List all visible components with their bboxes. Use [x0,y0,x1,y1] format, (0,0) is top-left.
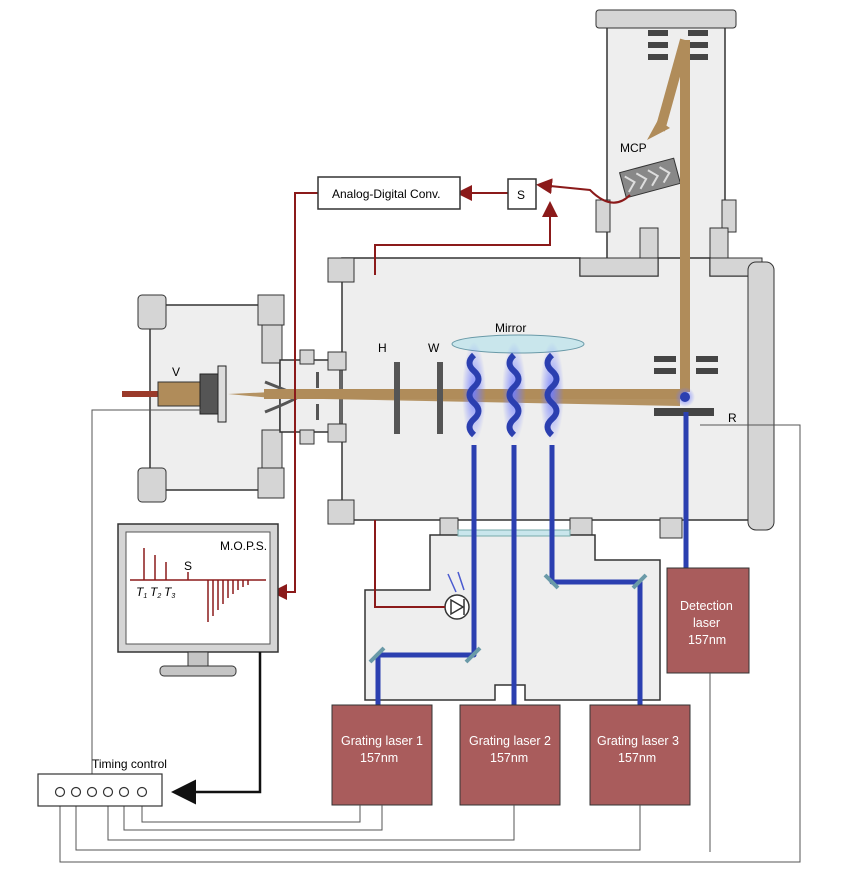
switch-label: S [517,188,525,202]
aperture-h-label: H [378,341,387,355]
mops-label: M.O.P.S. [220,539,267,553]
adc-box: Analog-Digital Conv. [317,176,461,210]
monitor-to-timing-wire [171,652,262,805]
grating-laser-2: Grating laser 2 157nm [459,704,561,806]
grating-laser-3-name: Grating laser 3 [597,734,679,748]
mcp-detector [618,157,682,199]
grating-beam-3 [540,342,564,442]
detection-laser: Detection laser 157nm [666,567,750,674]
grating-laser-2-name: Grating laser 2 [469,734,551,748]
grating-beam-1 [462,342,486,442]
laser-beam-paths [375,412,689,712]
repeller-label: R [728,411,737,425]
signal-wires [271,178,631,608]
grating-laser-3: Grating laser 3 157nm [589,704,691,806]
t1-label: T1 [136,585,147,600]
switch-box: S [507,178,537,210]
ion-optics-top [648,30,708,60]
mcp-label: MCP [620,141,647,155]
adc-label: Analog-Digital Conv. [332,187,441,201]
grating-laser-1: Grating laser 1 157nm [331,704,433,806]
t2-label: T2 [150,585,161,600]
grating-laser-2-wavelength: 157nm [490,751,528,765]
aperture-w [437,362,443,434]
grating-laser-3-wavelength: 157nm [618,751,656,765]
detection-laser-line2: laser [693,616,720,630]
t3-label: T3 [164,585,175,600]
pulsed-valve: V [122,365,227,423]
aperture-w-label: W [428,341,440,355]
mirror: Mirror [451,321,585,354]
mops-s-label: S [184,559,192,573]
detector-tower: MCP [595,9,737,277]
mirror-label: Mirror [495,321,526,335]
timing-ports [54,786,148,798]
timing-control-label: Timing control [92,757,167,771]
valve-label: V [172,365,180,379]
detection-laser-line3: 157nm [688,633,726,647]
timing-wires [59,409,801,863]
mops-trace [143,548,249,622]
detection-laser-line1: Detection [680,599,733,613]
grating-laser-1-name: Grating laser 1 [341,734,423,748]
grating-beam-2 [502,342,526,442]
timing-control-box: Timing control [37,757,167,807]
aperture-h [394,362,400,434]
grating-laser-1-wavelength: 157nm [360,751,398,765]
standing-wave-gratings [462,342,564,442]
mops-monitor: M.O.P.S. S T1 T2 T3 [117,523,279,677]
steering-mirrors [368,573,648,664]
